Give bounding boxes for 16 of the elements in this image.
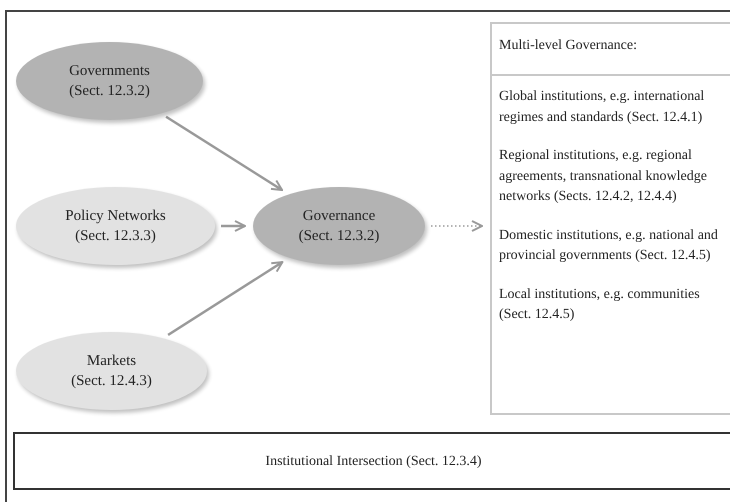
arrow	[221, 220, 246, 232]
list-panel	[490, 22, 730, 415]
arrow	[165, 116, 284, 192]
list-item: Local institutions, e.g. communities (Sect. 12.4.5)	[499, 286, 701, 324]
node-label: Governments (Sect. 12.3.2)	[68, 62, 151, 101]
footer-box	[13, 432, 730, 490]
dotted-arrow	[431, 220, 483, 232]
panel-heading: Multi-level Governance:	[499, 37, 638, 55]
arrow	[167, 261, 284, 336]
node-label: Policy Networks (Sect. 12.3.3)	[64, 207, 167, 246]
list-item: Regional institutions, e.g. regional agreements, transnational knowledge networks (Sects. 12.4.2, 12.4.4)	[499, 147, 708, 206]
node-label: Markets (Sect. 12.4.3)	[70, 352, 153, 391]
list-item: Domestic institutions, e.g. national and provincial governments (Sect. 12.4.5)	[499, 226, 719, 265]
node-label: Governance (Sect. 12.3.2)	[298, 207, 380, 246]
list-item: Global institutions, e.g. international regimes and standards (Sect. 12.4.1)	[499, 88, 706, 126]
box-label: Institutional Intersection (Sect. 12.3.4)	[264, 452, 483, 470]
